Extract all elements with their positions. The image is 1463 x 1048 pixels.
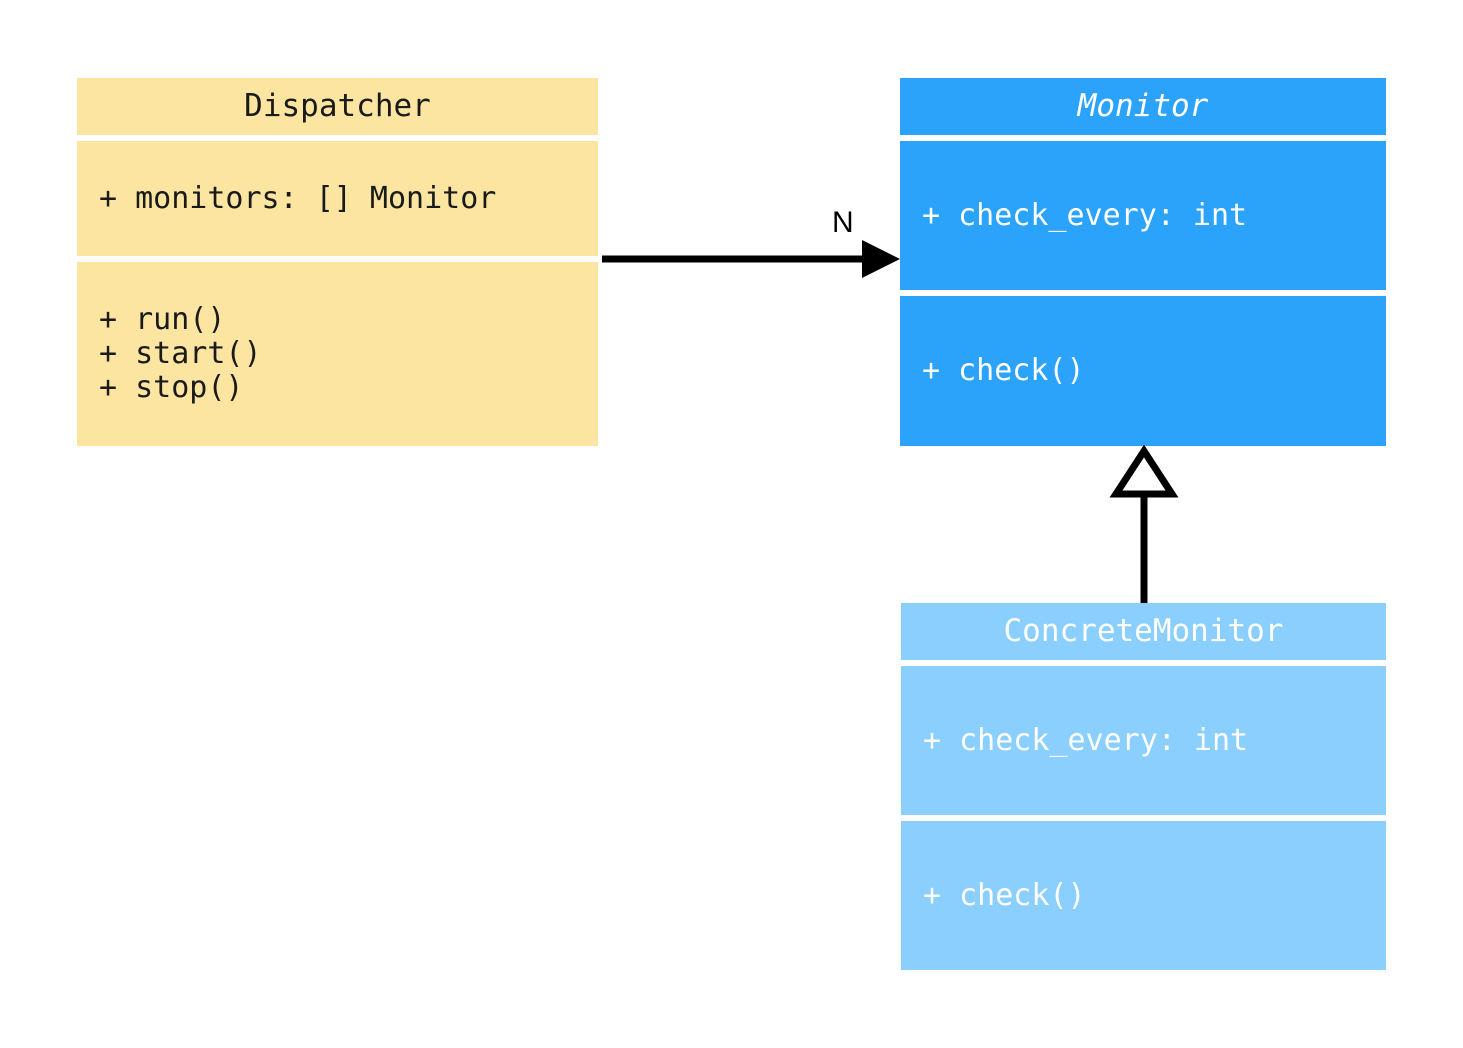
compartment-divider	[900, 290, 1386, 296]
method-row: + stop()	[99, 370, 244, 405]
generalization-concretemonitor-monitor-icon	[1109, 444, 1179, 603]
method-row: + run()	[99, 302, 226, 337]
method-row: + check()	[923, 877, 1086, 913]
uml-class-dispatcher[interactable]: Dispatcher + monitors: [] Monitor + run(…	[77, 78, 598, 446]
class-title-compartment: Monitor	[900, 78, 1386, 135]
compartment-divider	[77, 256, 598, 262]
compartment-divider	[901, 815, 1386, 821]
class-name-dispatcher: Dispatcher	[244, 87, 431, 124]
class-methods-compartment: + check()	[900, 296, 1386, 446]
method-row: + check()	[922, 353, 1085, 388]
compartment-divider	[901, 660, 1386, 666]
association-multiplicity-label: N	[832, 206, 854, 239]
compartment-divider	[900, 135, 1386, 141]
class-title-compartment: Dispatcher	[77, 78, 598, 135]
association-dispatcher-monitor-icon	[602, 240, 900, 278]
attribute-row: + check_every: int	[922, 197, 1248, 233]
class-attributes-compartment: + check_every: int	[900, 141, 1386, 290]
uml-class-concretemonitor[interactable]: ConcreteMonitor + check_every: int + che…	[901, 603, 1386, 970]
class-attributes-compartment: + monitors: [] Monitor	[77, 141, 598, 256]
class-attributes-compartment: + check_every: int	[901, 666, 1386, 815]
attribute-row: + check_every: int	[923, 722, 1249, 758]
uml-class-monitor[interactable]: Monitor + check_every: int + check()	[900, 78, 1386, 446]
attribute-row: + monitors: [] Monitor	[99, 180, 497, 216]
class-methods-compartment: + run() + start() + stop()	[77, 262, 598, 446]
compartment-divider	[77, 135, 598, 141]
method-row: + start()	[99, 336, 262, 371]
class-name-concretemonitor: ConcreteMonitor	[1003, 612, 1284, 649]
class-title-compartment: ConcreteMonitor	[901, 603, 1386, 660]
class-name-monitor: Monitor	[1077, 87, 1209, 124]
class-methods-compartment: + check()	[901, 821, 1386, 970]
